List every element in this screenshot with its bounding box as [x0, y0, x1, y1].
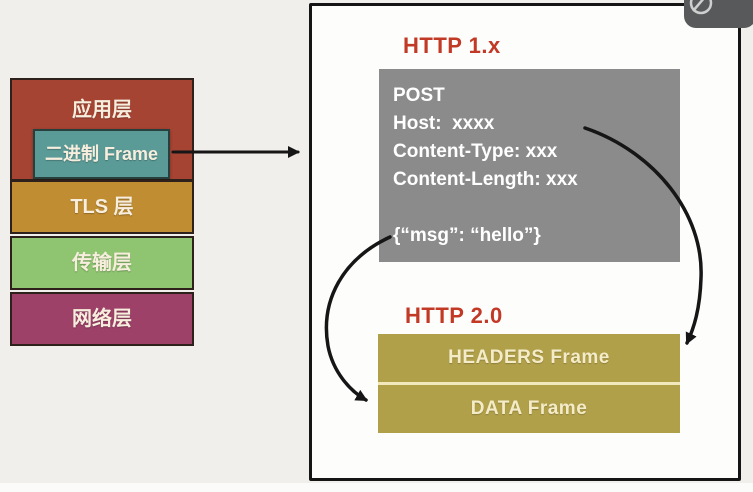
bottom-strip: [0, 483, 753, 492]
request-line-content-type: Content-Type: xxx: [393, 141, 558, 162]
request-line-blank: [393, 194, 670, 222]
layer-tls-label: TLS 层: [70, 196, 134, 218]
request-line-host: Host: xxxx: [393, 113, 495, 134]
http2-title: HTTP 2.0: [405, 303, 503, 328]
layer-application-label: 应用层: [72, 99, 132, 121]
layer-transport: 传输层: [10, 236, 194, 290]
headers-frame-row: HEADERS Frame: [378, 334, 680, 382]
layer-network: 网络层: [10, 292, 194, 346]
headers-frame-label: HEADERS Frame: [448, 347, 610, 368]
layer-binary-frame: 二进制 Frame: [33, 129, 170, 179]
http1-request-box: POST Host: xxxx Content-Type: xxx Conten…: [379, 69, 680, 262]
data-frame-label: DATA Frame: [470, 398, 588, 419]
layer-binary-frame-label: 二进制 Frame: [44, 144, 159, 164]
request-line-method: POST: [393, 85, 445, 106]
layer-tls: TLS 层: [10, 180, 194, 234]
frame-divider: [378, 382, 680, 385]
request-line-body: {“msg”: “hello”}: [393, 225, 541, 246]
data-frame-row: DATA Frame: [378, 385, 680, 433]
annotation-tool-button[interactable]: [684, 0, 753, 28]
layer-network-label: 网络层: [72, 308, 132, 330]
http1-title: HTTP 1.x: [403, 33, 501, 58]
pen-annotate-icon: [689, 0, 713, 15]
request-line-content-length: Content-Length: xxx: [393, 169, 578, 190]
layer-transport-label: 传输层: [72, 252, 132, 274]
http2-frame-box: HEADERS Frame DATA Frame: [378, 334, 680, 433]
